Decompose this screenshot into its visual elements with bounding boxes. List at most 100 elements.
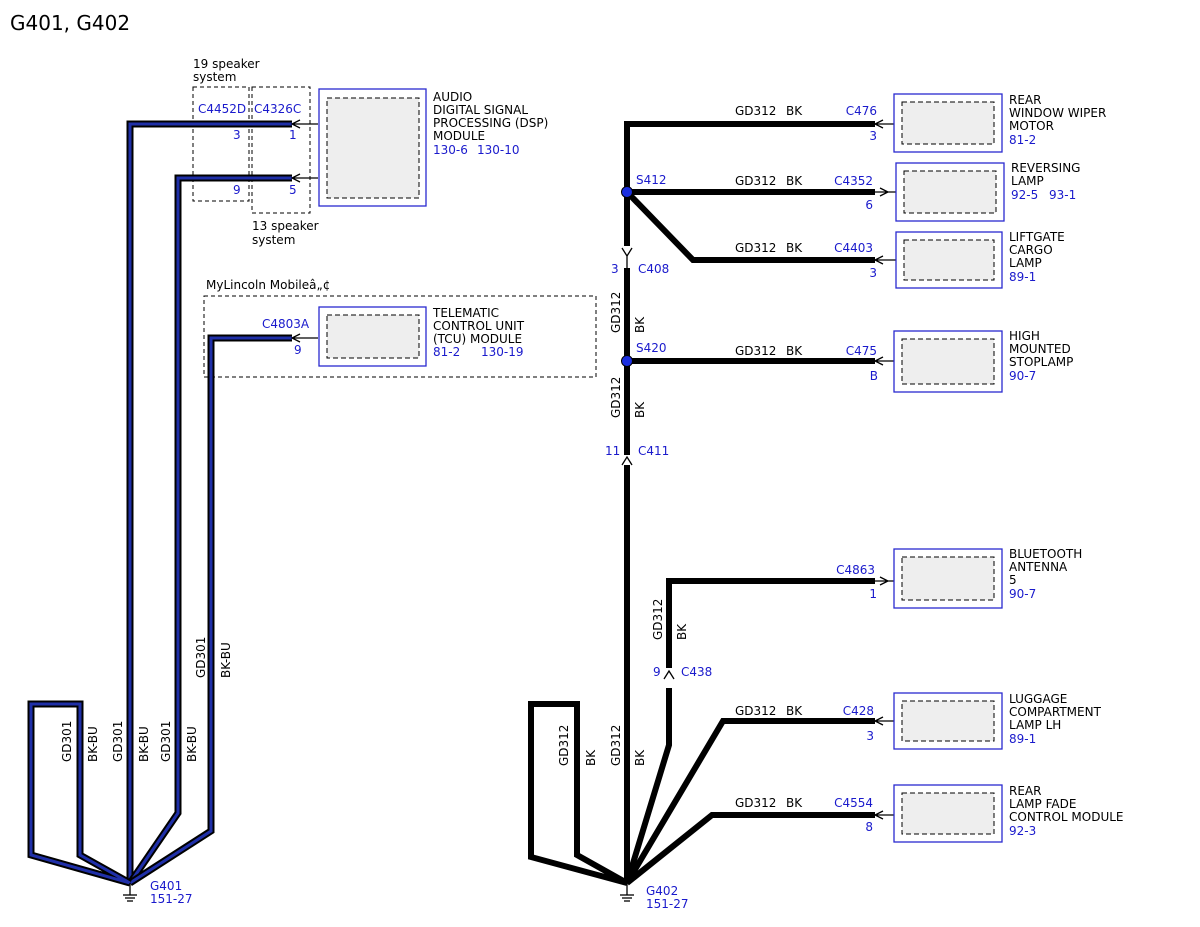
reversing-ref-1: 92-5 (1011, 188, 1038, 202)
dsp-pin5-arrow (290, 173, 318, 183)
wire2-label-bkbu: BK-BU (185, 726, 199, 762)
fade-name-3: CONTROL MODULE (1009, 810, 1124, 824)
speaker19-label-1: 19 speaker (193, 57, 260, 71)
tcu-name-1: TELEMATIC (432, 306, 499, 320)
luggage-name-1: LUGGAGE (1009, 692, 1067, 706)
wiper-ref: 81-2 (1009, 133, 1036, 147)
connector-c4452d: C4452D (198, 102, 246, 116)
liftgate-wire-gd312: GD312 (735, 241, 776, 255)
pin-c4863: 1 (869, 587, 877, 601)
loop-label-bkbu: BK-BU (86, 726, 100, 762)
dsp-pin1-arrow (290, 119, 318, 129)
wire1-label-gd301: GD301 (111, 721, 125, 762)
luggage-wire-bk: BK (786, 704, 803, 718)
g401-wires (27, 120, 292, 887)
connector-c4326c: C4326C (254, 102, 301, 116)
dsp-ref-2: 130-10 (477, 143, 520, 157)
loop-gd312: GD312 (557, 725, 571, 766)
speaker19-label-2: system (193, 70, 236, 84)
loop-bk: BK (584, 749, 598, 766)
stoplamp-module-inner (901, 338, 995, 385)
bluetooth-ref: 90-7 (1009, 587, 1036, 601)
luggage-name-3: LAMP LH (1009, 718, 1061, 732)
reversing-wire-bk: BK (786, 174, 803, 188)
wiper-name-1: REAR (1009, 93, 1041, 107)
trunk-lower-gd312: GD312 (609, 725, 623, 766)
connector-c411: C411 (638, 444, 669, 458)
dsp-name-1: AUDIO (433, 90, 472, 104)
mylincoln-label: MyLincoln Mobileâ„¢ (206, 278, 330, 292)
liftgate-ref: 89-1 (1009, 270, 1036, 284)
pin-c4452d-9: 9 (233, 183, 241, 197)
connector-c408: C408 (638, 262, 669, 276)
g402-name: G402 (646, 884, 678, 898)
trunk-mid-bk: BK (633, 401, 647, 418)
c411-arrow (621, 455, 633, 466)
pin-c438-9: 9 (653, 665, 661, 679)
speaker13-connector-box (251, 86, 311, 214)
wiper-name-2: WINDOW WIPER (1009, 106, 1106, 120)
page-title: G401, G402 (10, 11, 130, 35)
pin-c476: 3 (869, 129, 877, 143)
connector-c4554: C4554 (834, 796, 873, 810)
liftgate-name-1: LIFTGATE (1009, 230, 1065, 244)
connector-c476: C476 (846, 104, 877, 118)
pin-c475: B (870, 369, 878, 383)
stoplamp-name-3: STOPLAMP (1009, 355, 1073, 369)
speaker13-label-1: 13 speaker (252, 219, 319, 233)
luggage-wire-gd312: GD312 (735, 704, 776, 718)
fade-wire-gd312: GD312 (735, 796, 776, 810)
pin-c411-11: 11 (605, 444, 620, 458)
bluetooth-module-inner (901, 556, 995, 601)
pin-c4452d-3: 3 (233, 128, 241, 142)
g402-ref: 151-27 (646, 897, 689, 911)
reversing-module-inner (903, 170, 997, 214)
reversing-ref-2: 93-1 (1049, 188, 1076, 202)
trunk-mid-gd312: GD312 (609, 377, 623, 418)
g402-wires (528, 121, 875, 886)
bluetooth-name-1: BLUETOOTH (1009, 547, 1082, 561)
fade-name-2: LAMP FADE (1009, 797, 1076, 811)
trunk-upper-bk: BK (633, 316, 647, 333)
bluetooth-name-3: 5 (1009, 573, 1017, 587)
stoplamp-wire-bk: BK (786, 344, 803, 358)
liftgate-wire-bk: BK (786, 241, 803, 255)
reversing-name-1: REVERSING (1011, 161, 1080, 175)
luggage-ref: 89-1 (1009, 732, 1036, 746)
pin-c428: 3 (866, 729, 874, 743)
speaker19-connector-box (192, 86, 250, 202)
splice-s412-label: S412 (636, 173, 667, 187)
reversing-wire-gd312: GD312 (735, 174, 776, 188)
splice-s420 (621, 355, 633, 367)
wire1-label-bkbu: BK-BU (137, 726, 151, 762)
pin-c4326c-5: 5 (289, 183, 297, 197)
fade-module-inner (901, 792, 995, 835)
c408-arrow (621, 247, 633, 268)
connector-c428: C428 (843, 704, 874, 718)
pin-c4352: 6 (865, 198, 873, 212)
fade-name-1: REAR (1009, 784, 1041, 798)
dsp-name-4: MODULE (433, 129, 485, 143)
tcu-name-3: (TCU) MODULE (433, 332, 522, 346)
luggage-module-inner (901, 700, 995, 742)
tcu-ref-2: 130-19 (481, 345, 524, 359)
pin-c408-3: 3 (611, 262, 619, 276)
splice-s420-label: S420 (636, 341, 667, 355)
stoplamp-wire-gd312: GD312 (735, 344, 776, 358)
g401-ref: 151-27 (150, 892, 193, 906)
bluetooth-name-2: ANTENNA (1009, 560, 1068, 574)
g402-ground-symbol (620, 883, 634, 902)
fade-ref: 92-3 (1009, 824, 1036, 838)
tcu-name-2: CONTROL UNIT (433, 319, 525, 333)
pin-c4326c-1: 1 (289, 128, 297, 142)
connector-c438: C438 (681, 665, 712, 679)
tcu-module-inner (326, 314, 420, 359)
wiper-name-3: MOTOR (1009, 119, 1054, 133)
connector-c4352: C4352 (834, 174, 873, 188)
pin-c4803a-9: 9 (294, 343, 302, 357)
wire2-label-gd301: GD301 (159, 721, 173, 762)
trunk-upper-gd312: GD312 (609, 292, 623, 333)
wiper-wire-bk: BK (786, 104, 803, 118)
bt-branch-bk: BK (675, 623, 689, 640)
